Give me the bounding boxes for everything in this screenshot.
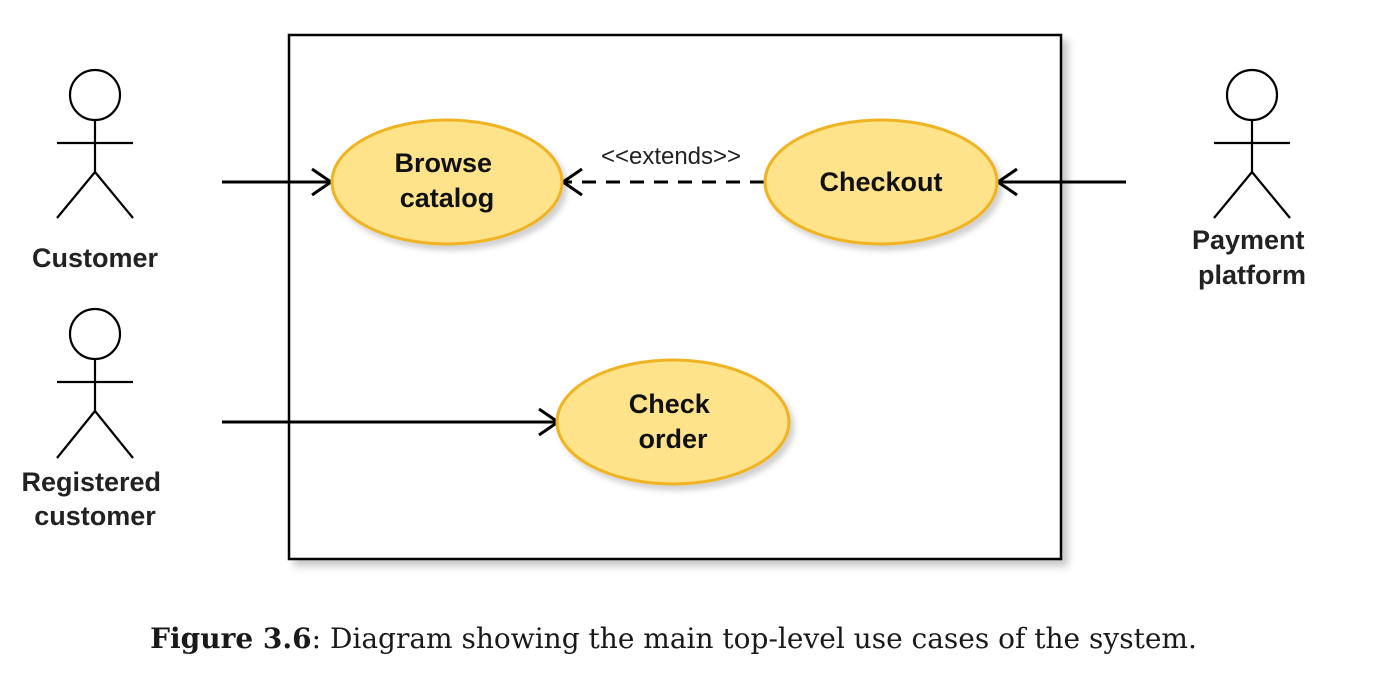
usecase-oval bbox=[763, 118, 999, 246]
use-case-diagram: Customer Registered customer Payment pla… bbox=[21, 33, 1312, 561]
usecase-oval bbox=[555, 358, 791, 486]
actor-registered-customer: Registered customer bbox=[21, 307, 168, 531]
figure-caption: Figure 3.6: Diagram showing the main top… bbox=[0, 622, 1347, 655]
usecase-label: Checkout bbox=[819, 167, 942, 197]
actor-head bbox=[68, 68, 122, 122]
stick-figure-icon bbox=[1213, 68, 1291, 219]
usecase-label: Browse catalog bbox=[394, 148, 499, 213]
actor-label: Customer bbox=[32, 243, 159, 273]
usecase-checkout: Checkout bbox=[763, 118, 999, 246]
stick-figure-icon bbox=[56, 68, 134, 219]
figure-number: Figure 3.6 bbox=[150, 622, 312, 655]
actor-head bbox=[68, 307, 122, 361]
extends-label: <<extends>> bbox=[601, 143, 741, 170]
stick-figure-icon bbox=[56, 307, 134, 459]
actor-payment-platform: Payment platform bbox=[1192, 68, 1312, 290]
actor-label: Registered customer bbox=[21, 467, 168, 531]
usecase-oval bbox=[330, 118, 564, 246]
usecase-label: Check order bbox=[629, 389, 718, 454]
usecase-check-order: Check order bbox=[555, 358, 791, 486]
figure-caption-text: : Diagram showing the main top-level use… bbox=[311, 622, 1197, 655]
actor-customer: Customer bbox=[32, 68, 159, 273]
actor-head bbox=[1225, 68, 1279, 122]
usecase-browse-catalog: Browse catalog bbox=[330, 118, 564, 246]
actor-label: Payment platform bbox=[1192, 225, 1312, 290]
